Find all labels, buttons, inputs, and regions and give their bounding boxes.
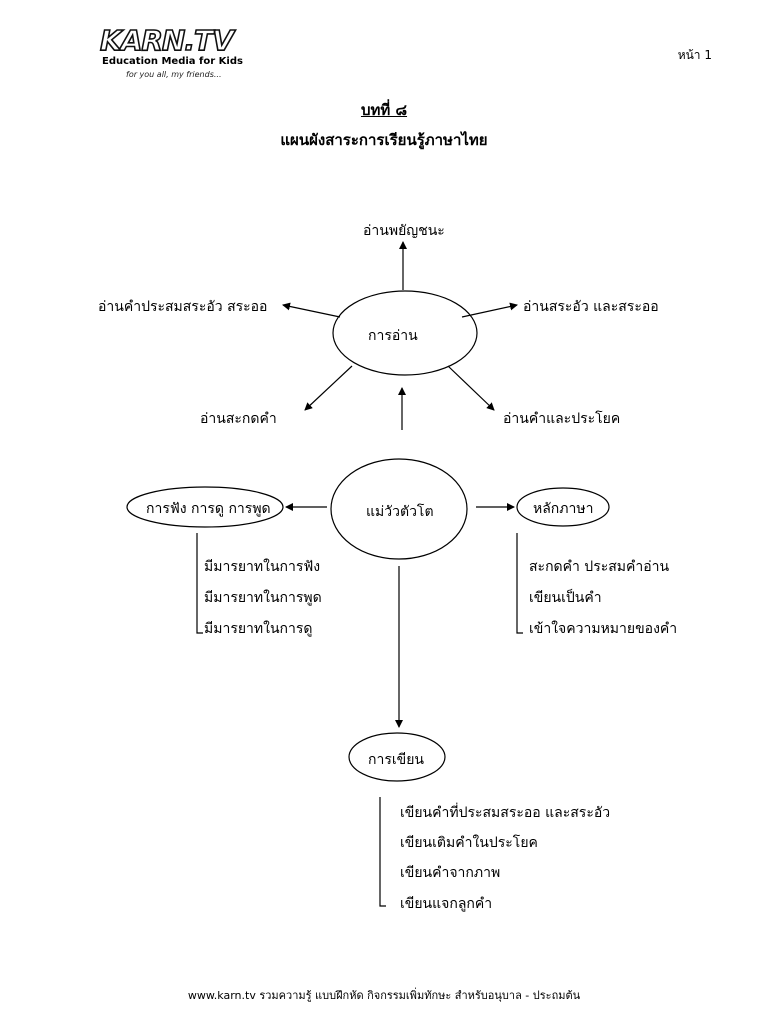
page-number: หน้า 1 (677, 48, 712, 62)
arrow-to-bottom-left (304, 365, 353, 411)
center-node-ellipse (330, 458, 468, 560)
page-footer: www.karn.tv รวมความรู้ แบบฝึกหัด กิจกรรม… (187, 989, 581, 1002)
reading-node-ellipse (332, 290, 478, 376)
writing-item: เขียนเติมคำในประโยค (400, 835, 538, 851)
arrow-to-left (282, 302, 341, 318)
listening-item: มีมารยาทในการดู (204, 621, 313, 637)
grammar-item: เขียนเป็นคำ (529, 590, 602, 606)
writing-node-ellipse (348, 732, 446, 782)
listening-item: มีมารยาทในการพูด (204, 590, 322, 606)
listening-node-ellipse (126, 486, 284, 528)
listening-bracket (196, 533, 203, 634)
logo-tagline: for you all, my friends... (126, 70, 222, 79)
grammar-node-label: หลักภาษา (533, 501, 594, 517)
page-subtitle: แผนผังสาระการเรียนรู้ภาษาไทย (280, 131, 488, 149)
logo-title: KARN.TV (99, 23, 234, 58)
reading-left-label: อ่านคำประสมสระอัว สระออ (98, 299, 268, 315)
grammar-item: สะกดคำ ประสมคำอ่าน (529, 559, 670, 575)
writing-bracket (379, 797, 386, 907)
grammar-node-ellipse (516, 487, 610, 527)
arrow-to-right (461, 302, 518, 318)
reading-top-label: อ่านพยัญชนะ (363, 223, 445, 239)
reading-node-label: การอ่าน (368, 328, 418, 344)
writing-node-label: การเขียน (368, 752, 424, 768)
reading-bottom-right-label: อ่านคำและประโยค (503, 411, 621, 427)
logo-subtitle: Education Media for Kids (102, 56, 243, 67)
writing-item: เขียนคำที่ประสมสระออ และสระอัว (400, 805, 611, 821)
reading-bottom-left-label: อ่านสะกดคำ (200, 411, 277, 427)
chapter-title: บทที่ ๘ (360, 101, 408, 119)
reading-right-label: อ่านสระอัว และสระออ (523, 299, 659, 315)
writing-item: เขียนแจกลูกคำ (400, 896, 493, 912)
arrow-to-bottom-right (447, 365, 495, 411)
grammar-bracket (516, 533, 523, 634)
listening-node-label: การฟัง การดู การพูด (146, 501, 271, 517)
center-node-label: แม่วัวตัวโต (366, 504, 434, 520)
writing-item: เขียนคำจากภาพ (400, 865, 501, 881)
karn-tv-logo: KARN.TV Education Media for Kids for you… (96, 23, 243, 86)
listening-item: มีมารยาทในการฟัง (204, 559, 321, 575)
grammar-item: เข้าใจความหมายของคำ (529, 621, 678, 637)
